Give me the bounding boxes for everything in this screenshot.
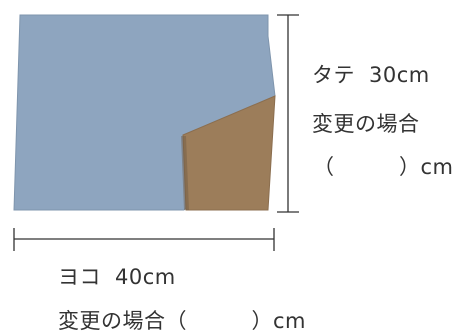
horizontal-title-label: ヨコ — [58, 265, 101, 289]
vertical-title-label: タテ — [312, 63, 355, 87]
vertical-change-blank: （ ）cm — [313, 155, 454, 179]
horizontal-change-label: 変更の場合（ ）cm — [58, 309, 307, 333]
cloth-fold-shadow — [181, 136, 189, 210]
vertical-title-value: 30cm — [369, 63, 430, 87]
vertical-change-label: 変更の場合 — [312, 112, 420, 136]
horizontal-title-value: 40cm — [115, 265, 176, 289]
cloth-back — [182, 95, 276, 211]
vertical-size-label: タテ 30cm — [312, 65, 430, 86]
horizontal-size-label: ヨコ 40cm — [58, 267, 176, 288]
